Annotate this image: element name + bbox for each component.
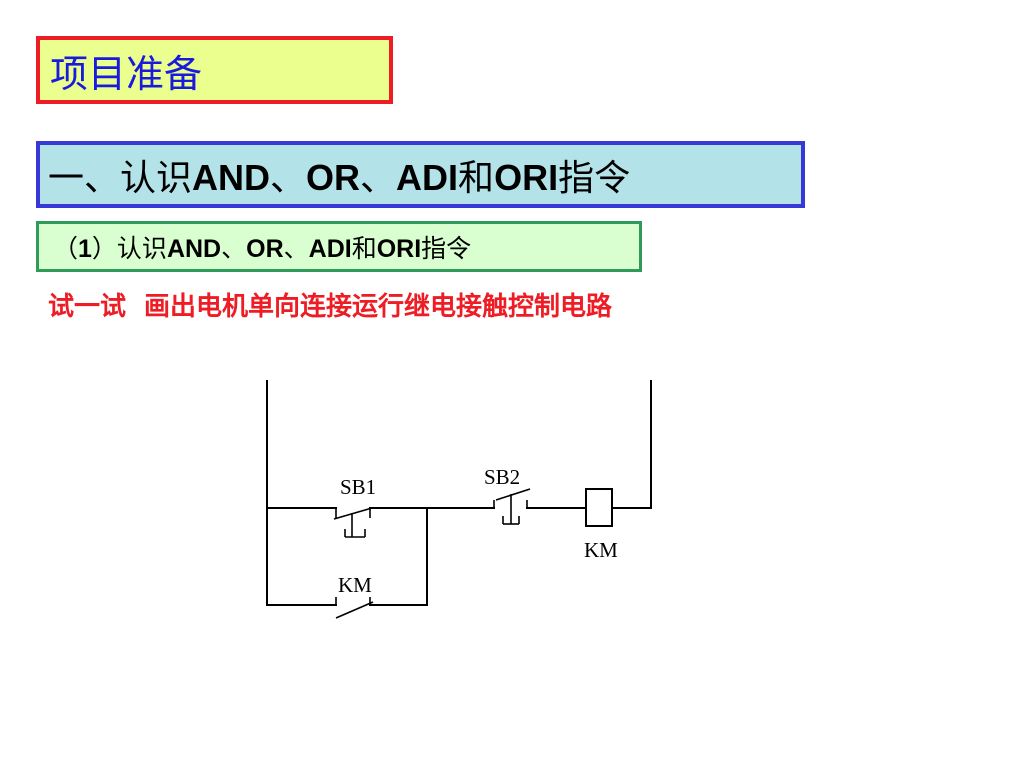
sb2-button-symbol [493,488,531,525]
section-title-sep1: 、 [270,157,307,199]
sb1-label: SB1 [340,475,376,499]
subsection-title: （1）认识AND、OR、ADI和ORI指令 [53,229,471,265]
km-coil-symbol [585,488,613,527]
section-title-and: AND [192,156,271,198]
project-title-box: 项目准备 [36,36,393,104]
subsection-title-he: 和 [351,233,377,263]
section-title-prefix: 一、认识 [48,157,193,199]
sb1-button-symbol [333,507,373,538]
section-title-ori: ORI [494,156,559,198]
km-contact-label: KM [338,573,372,597]
subsection-title-num: 1 [78,234,92,263]
subsection-title-mid: ）认识 [91,233,167,263]
task-text: 画出电机单向连接运行继电接触控制电路 [144,292,613,322]
subsection-title-suffix: 指令 [421,233,472,263]
subsection-title-sep2: 、 [283,233,309,263]
subsection-title-adi: ADI [308,234,352,263]
project-title: 项目准备 [50,51,203,96]
section-title: 一、认识AND、OR、ADI和ORI指令 [48,149,630,201]
subsection-title-prefix: （ [53,233,79,263]
section-title-or: OR [306,156,361,198]
section-title-box: 一、认识AND、OR、ADI和ORI指令 [36,141,805,208]
km-coil-label: KM [584,538,618,562]
subsection-title-or: OR [246,234,284,263]
subsection-title-sep1: 、 [221,233,247,263]
km-contact-symbol [335,597,374,619]
subsection-title-box: （1）认识AND、OR、ADI和ORI指令 [36,221,642,272]
subsection-title-ori: ORI [376,234,422,263]
section-title-he: 和 [458,157,495,199]
section-title-suffix: 指令 [558,157,631,199]
section-title-adi: ADI [396,156,459,198]
task-line: 试一试画出电机单向连接运行继电接触控制电路 [48,286,612,323]
sb2-label: SB2 [484,465,520,489]
section-title-sep2: 、 [360,157,397,199]
subsection-title-and: AND [166,234,222,263]
task-label: 试一试 [48,292,127,322]
